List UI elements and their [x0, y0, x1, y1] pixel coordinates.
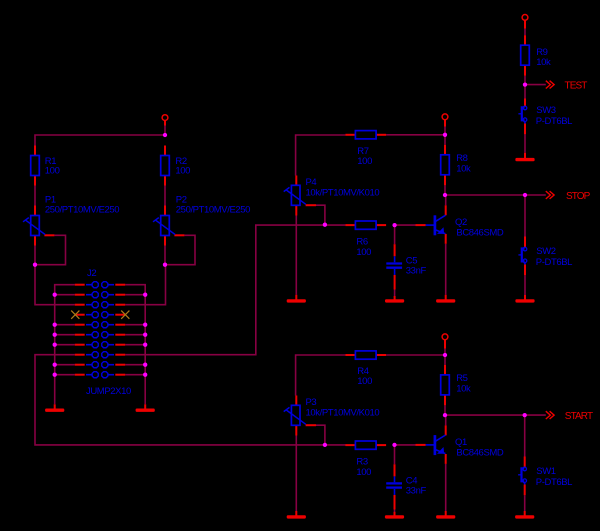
- svg-text:10k: 10k: [536, 57, 551, 68]
- svg-text:P2: P2: [176, 194, 187, 205]
- svg-text:100: 100: [45, 166, 60, 177]
- svg-text:250/PT10MV/E250: 250/PT10MV/E250: [45, 205, 119, 216]
- svg-text:SW3: SW3: [536, 105, 556, 116]
- svg-text:SW2: SW2: [536, 246, 556, 257]
- svg-text:R8: R8: [456, 153, 467, 164]
- svg-text:R5: R5: [456, 373, 467, 384]
- svg-text:250/PT10MV/E250: 250/PT10MV/E250: [176, 205, 250, 216]
- svg-text:R3: R3: [356, 457, 367, 468]
- svg-text:10k: 10k: [456, 383, 471, 394]
- svg-text:P-DT6BL: P-DT6BL: [536, 477, 572, 488]
- svg-text:Q2: Q2: [455, 217, 467, 228]
- svg-text:R6: R6: [356, 237, 367, 248]
- svg-text:P-DT6BL: P-DT6BL: [536, 116, 572, 127]
- svg-text:10k/PT10MV/K010: 10k/PT10MV/K010: [306, 407, 380, 418]
- svg-text:R7: R7: [357, 146, 368, 157]
- svg-text:C4: C4: [406, 475, 417, 486]
- svg-text:P1: P1: [45, 194, 56, 205]
- svg-text:33nF: 33nF: [406, 486, 427, 497]
- svg-text:100: 100: [356, 467, 371, 478]
- svg-text:C5: C5: [406, 255, 417, 266]
- svg-text:10k: 10k: [456, 163, 471, 174]
- svg-text:BC846SMD: BC846SMD: [456, 447, 503, 458]
- svg-text:100: 100: [357, 376, 372, 387]
- svg-text:BC846SMD: BC846SMD: [456, 227, 503, 238]
- svg-text:J2: J2: [87, 268, 96, 279]
- svg-text:100: 100: [357, 156, 372, 167]
- svg-text:P3: P3: [306, 397, 317, 408]
- svg-text:100: 100: [356, 247, 371, 258]
- svg-text:Q1: Q1: [455, 437, 467, 448]
- svg-text:R1: R1: [45, 156, 56, 167]
- svg-text:R4: R4: [357, 366, 368, 377]
- svg-text:P4: P4: [306, 177, 317, 188]
- svg-text:R2: R2: [175, 156, 186, 167]
- svg-text:JUMP2X10: JUMP2X10: [86, 386, 131, 397]
- svg-text:10k/PT10MV/K010: 10k/PT10MV/K010: [306, 187, 380, 198]
- svg-text:R9: R9: [536, 47, 547, 58]
- svg-text:100: 100: [175, 166, 190, 177]
- svg-text:START: START: [565, 411, 593, 422]
- svg-text:STOP: STOP: [566, 191, 591, 202]
- svg-text:TEST: TEST: [565, 81, 588, 92]
- svg-text:SW1: SW1: [536, 466, 556, 477]
- svg-text:33nF: 33nF: [406, 266, 427, 277]
- svg-text:P-DT6BL: P-DT6BL: [536, 257, 572, 268]
